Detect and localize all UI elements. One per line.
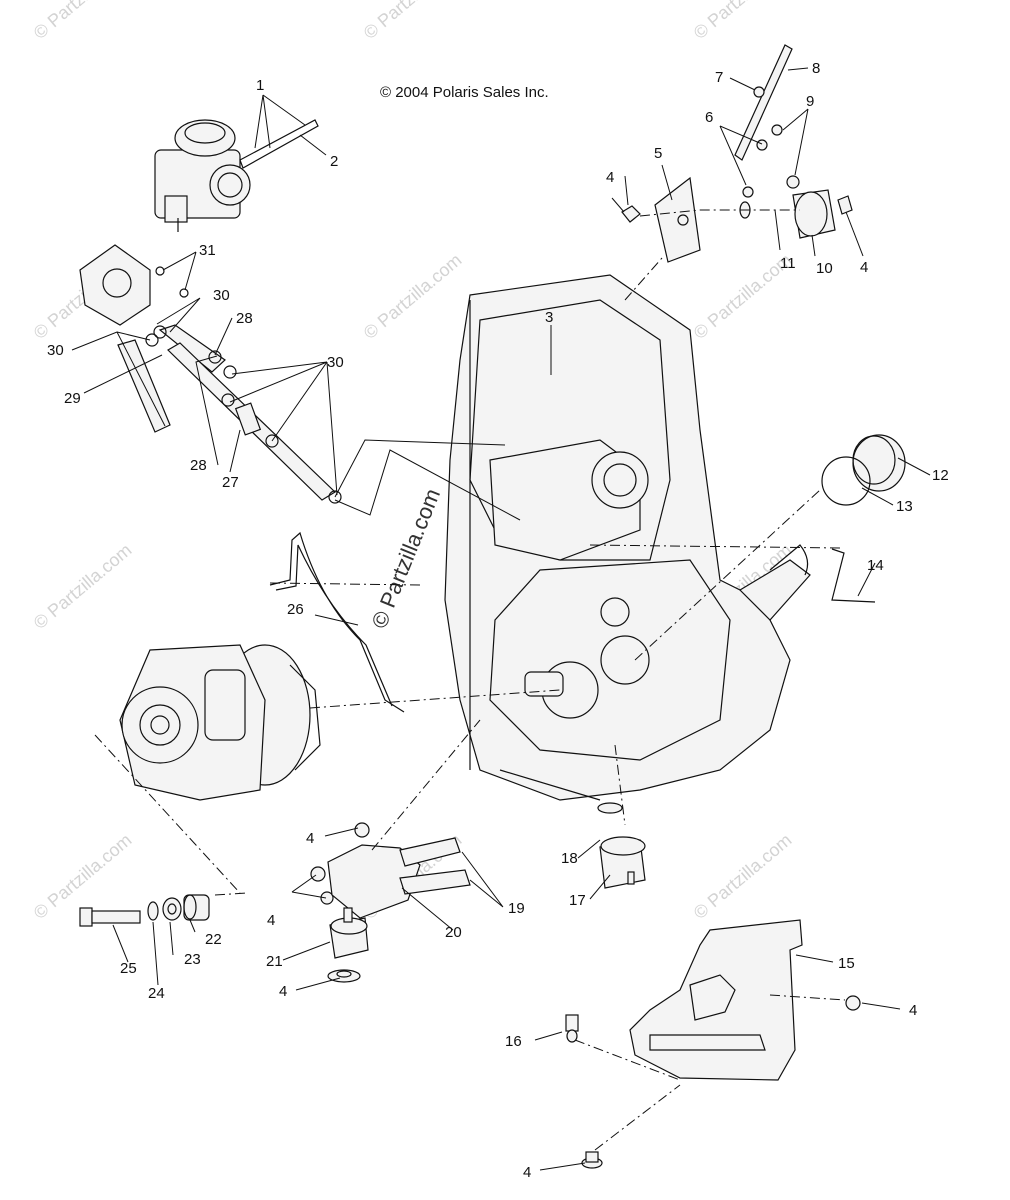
callout-20: 20: [445, 924, 462, 941]
reference-lines: [94, 209, 846, 1151]
engine-drawing: [444, 274, 811, 801]
watermark-text: © Partzilla.com: [30, 0, 136, 43]
breather-tube-drawing: [269, 531, 405, 713]
callout-4: 4: [279, 983, 287, 1000]
callout-4: 4: [909, 1002, 917, 1019]
callout-26: 26: [287, 601, 304, 618]
callout-4: 4: [860, 259, 868, 276]
callout-16: 16: [505, 1033, 522, 1050]
leader-lines: [71, 67, 931, 1171]
callout-28: 28: [190, 457, 207, 474]
callout-3: 3: [545, 309, 553, 326]
callout-13: 13: [896, 498, 913, 515]
callout-25: 25: [120, 960, 137, 977]
callout-21: 21: [266, 953, 283, 970]
callout-8: 8: [812, 60, 820, 77]
callout-19: 19: [508, 900, 525, 917]
callout-31: 31: [199, 242, 216, 259]
watermark-text: © Partzilla.com: [360, 0, 466, 43]
callout-6: 6: [705, 109, 713, 126]
callout-14: 14: [867, 557, 884, 574]
callout-5: 5: [654, 145, 662, 162]
callout-1: 1: [256, 77, 264, 94]
callout-28: 28: [236, 310, 253, 327]
watermark-center: © Partzilla.com: [366, 485, 445, 632]
callout-27: 27: [222, 474, 239, 491]
mount-bracket-lower-drawing: [310, 802, 646, 983]
callout-11: 11: [780, 255, 796, 272]
callout-labels: 1 2 3 4 4 4 4 4 4 4 5 6 7 8 9 10 11 12 1…: [47, 60, 949, 1181]
callout-24: 24: [148, 985, 165, 1002]
watermark-text: © Partzilla.com: [30, 540, 136, 633]
watermark-text: © Partzilla.com: [690, 0, 796, 43]
callout-4: 4: [267, 912, 275, 929]
callout-22: 22: [205, 931, 222, 948]
clutch-drawing: [119, 644, 321, 801]
callout-15: 15: [838, 955, 855, 972]
callout-4: 4: [306, 830, 314, 847]
watermark-text: © Partzilla.com: [690, 830, 796, 923]
skid-plate-drawing: [565, 919, 861, 1169]
callout-30: 30: [47, 342, 64, 359]
copyright-notice: © 2004 Polaris Sales Inc.: [380, 84, 549, 101]
callout-7: 7: [715, 69, 723, 86]
clamp-drawing: [821, 434, 906, 603]
fuel-pump-drawing: [79, 244, 342, 504]
callout-4: 4: [606, 169, 614, 186]
callout-17: 17: [569, 892, 586, 909]
callout-30: 30: [327, 354, 344, 371]
callout-12: 12: [932, 467, 949, 484]
callout-30: 30: [213, 287, 230, 304]
callout-2: 2: [330, 153, 338, 170]
callout-9: 9: [806, 93, 814, 110]
callout-18: 18: [561, 850, 578, 867]
callout-10: 10: [816, 260, 833, 277]
bolt-assembly-drawing: [79, 894, 210, 927]
mount-bracket-top-drawing: [621, 44, 853, 263]
carburetor-drawing: [154, 119, 319, 232]
callout-29: 29: [64, 390, 81, 407]
callout-23: 23: [184, 951, 201, 968]
watermark-text: © Partzilla.com: [360, 250, 466, 343]
callout-4: 4: [523, 1164, 531, 1181]
